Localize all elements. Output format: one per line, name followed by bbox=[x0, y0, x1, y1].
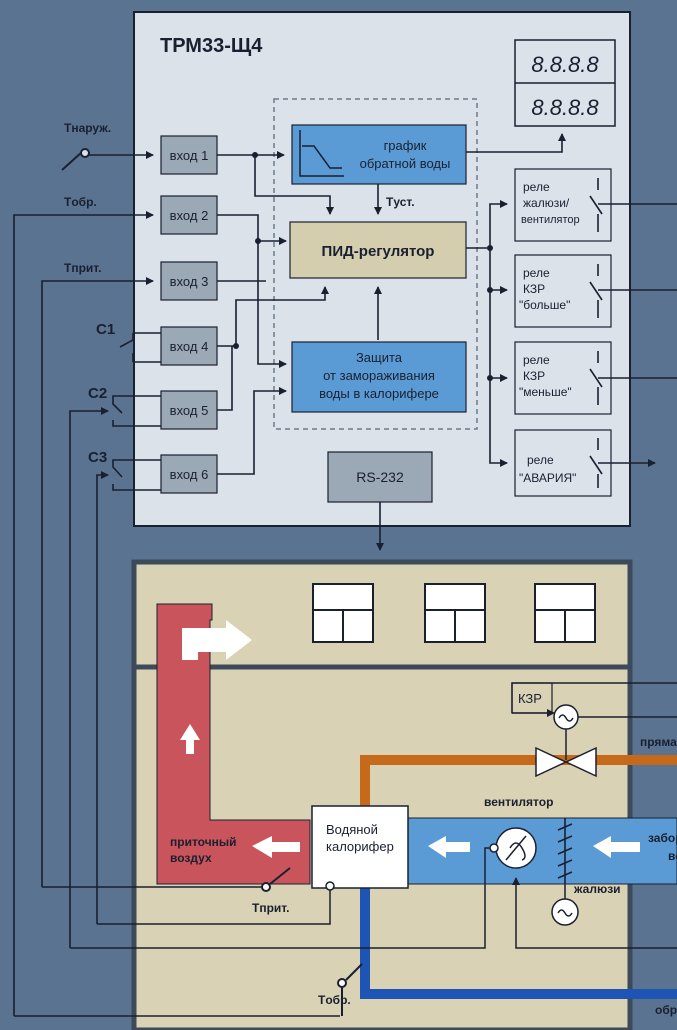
return-temp-sensor-icon bbox=[337, 963, 363, 1016]
relay-box-3 bbox=[514, 341, 612, 415]
supply-temp-sensor-icon bbox=[261, 867, 291, 892]
relay-1-line3: вентилятор bbox=[521, 214, 580, 226]
return-water-graph-block bbox=[291, 124, 467, 185]
supply-air-arrows bbox=[180, 620, 300, 858]
graph-curve-icon bbox=[299, 130, 344, 177]
relay-3-line2: КЗР bbox=[523, 369, 545, 383]
input-label-4: вход 4 bbox=[170, 339, 209, 354]
heater-line2: калорифер bbox=[326, 839, 394, 854]
relay-1-line2: жалюзи/ bbox=[523, 196, 570, 210]
input-label-3: вход 3 bbox=[170, 274, 209, 289]
fan-label: вентилятор bbox=[484, 795, 553, 809]
rs232-block bbox=[327, 451, 433, 503]
relay-box-1 bbox=[514, 168, 612, 242]
intake-air-line2: воздуха bbox=[668, 849, 677, 863]
label-t-outdoor: Tнаруж. bbox=[64, 121, 111, 135]
input-box-2 bbox=[160, 195, 218, 235]
graph-title-line1: график bbox=[384, 138, 427, 153]
relay-4-line1: реле bbox=[527, 453, 554, 467]
relay-4-line2: "АВАРИЯ" bbox=[519, 471, 576, 485]
kzr-label: КЗР bbox=[518, 691, 542, 706]
window-icon bbox=[534, 583, 596, 643]
junction-dots bbox=[233, 152, 493, 381]
input-label-6: вход 6 bbox=[170, 467, 209, 482]
input-label-2: вход 2 bbox=[170, 208, 209, 223]
supply-air-line1: приточный bbox=[170, 835, 237, 849]
input-label-1: вход 1 bbox=[170, 148, 209, 163]
valve-icon bbox=[535, 746, 597, 778]
protection-line2: от замораживания bbox=[323, 368, 435, 383]
return-water-label: обратная вода bbox=[655, 1003, 677, 1017]
pid-controller-block bbox=[289, 221, 467, 279]
input-box-5 bbox=[160, 390, 218, 430]
label-t-return: Tобр. bbox=[64, 195, 97, 209]
display-top: 8.8.8.8 bbox=[531, 52, 599, 77]
supply-air-duct bbox=[156, 603, 311, 885]
display-bottom: 8.8.8.8 bbox=[531, 95, 599, 120]
input-box-6 bbox=[160, 454, 218, 494]
processing-region bbox=[273, 98, 478, 430]
supply-air-line2: воздух bbox=[170, 851, 212, 865]
input-box-4 bbox=[160, 326, 218, 366]
plant-t-return-label: Tобр. bbox=[318, 993, 351, 1007]
internal-wiring bbox=[217, 133, 566, 551]
window-icons bbox=[312, 583, 596, 643]
label-c2: C2 bbox=[88, 385, 107, 402]
indicator-displays: 8.8.8.8 8.8.8.8 bbox=[514, 39, 616, 127]
label-t-setpoint: Tуст. bbox=[386, 195, 415, 209]
label-c1: C1 bbox=[96, 321, 115, 338]
pid-label: ПИД-регулятор bbox=[322, 243, 435, 260]
window-icon bbox=[312, 583, 374, 643]
input-label-5: вход 5 bbox=[170, 403, 209, 418]
graph-title-line2: обратной воды bbox=[360, 156, 451, 171]
relay-3-line1: реле bbox=[523, 353, 550, 367]
label-t-supply: Tприт. bbox=[64, 261, 101, 275]
relay-1-line1: реле bbox=[523, 180, 550, 194]
plant-t-supply-label: Tприт. bbox=[252, 901, 289, 915]
louvers-icon bbox=[557, 818, 573, 884]
freeze-protection-block bbox=[291, 341, 467, 413]
input-box-1 bbox=[160, 135, 218, 175]
relay-contacts bbox=[589, 178, 603, 488]
intake-air-arrows bbox=[428, 836, 640, 858]
relay-box-2 bbox=[514, 254, 612, 328]
input-wiring bbox=[13, 151, 161, 1016]
heater-line1: Водяной bbox=[326, 822, 378, 837]
return-water-pipe bbox=[360, 884, 677, 999]
rs232-label: RS-232 bbox=[356, 469, 404, 485]
relay-3-line3: "меньше" bbox=[519, 385, 572, 399]
relay-2-line2: КЗР bbox=[523, 282, 545, 296]
plant-wiring bbox=[14, 847, 677, 1017]
relay-2-line3: "больше" bbox=[519, 298, 570, 312]
heater-sensor-port bbox=[325, 881, 335, 891]
relay-outputs bbox=[598, 203, 677, 467]
water-heater-block bbox=[311, 805, 409, 889]
direct-water-label: прямая вода bbox=[640, 735, 677, 749]
window-icon bbox=[424, 583, 486, 643]
louvers-label: жалюзи bbox=[573, 882, 621, 896]
intake-air-line1: забор bbox=[648, 831, 677, 845]
kzr-wiring bbox=[511, 682, 677, 718]
label-c3: C3 bbox=[88, 449, 107, 466]
relay-2-line1: реле bbox=[523, 266, 550, 280]
outdoor-sensor-icon bbox=[61, 148, 90, 171]
protection-line3: воды в калорифере bbox=[319, 386, 439, 401]
protection-line1: Защита bbox=[356, 350, 403, 365]
controller-title: ТРМ33-Щ4 bbox=[160, 35, 263, 57]
